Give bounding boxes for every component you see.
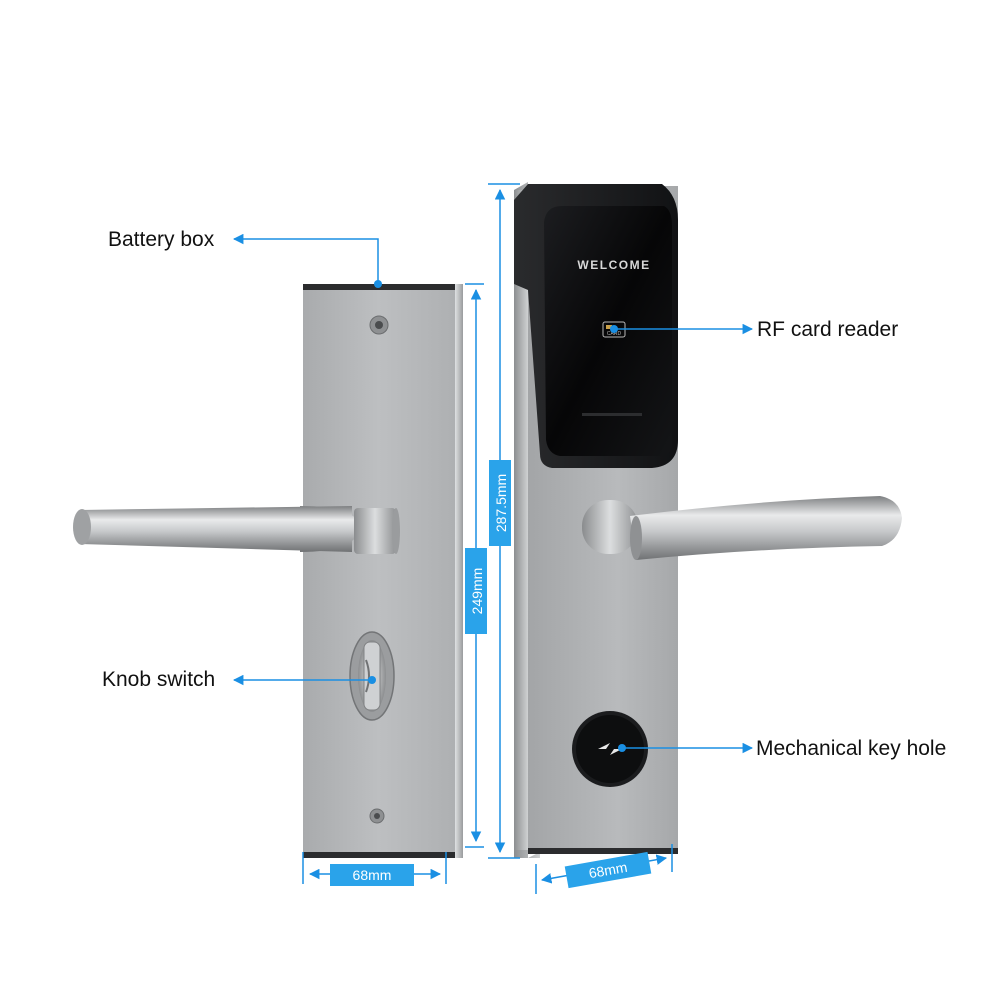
callout-knob-switch: Knob switch — [102, 668, 216, 691]
dim-height-back-text: 249mm — [469, 568, 485, 615]
callout-leaders — [232, 233, 754, 754]
callout-battery-box: Battery box — [108, 228, 215, 251]
dim-label-width-back: 68mm — [330, 864, 414, 886]
dim-width-front-text: 68mm — [587, 859, 628, 882]
dim-label-width-front: 68mm — [564, 851, 652, 889]
dim-label-height-back: 249mm — [465, 548, 487, 634]
key-hole-icon — [572, 711, 648, 787]
back-plate — [303, 284, 463, 858]
dim-width-back-text: 68mm — [353, 867, 392, 883]
back-handle — [73, 506, 400, 554]
callout-rf-card-reader: RF card reader — [757, 318, 899, 341]
card-icon-text: CARD — [607, 331, 622, 337]
front-handle — [582, 496, 902, 560]
dim-label-height-front: 287.5mm — [489, 460, 511, 546]
callout-mechanical-key-hole: Mechanical key hole — [756, 737, 947, 760]
welcome-text: WELCOME — [577, 258, 650, 272]
dim-height-front-text: 287.5mm — [493, 474, 509, 532]
glass-panel — [544, 206, 672, 456]
